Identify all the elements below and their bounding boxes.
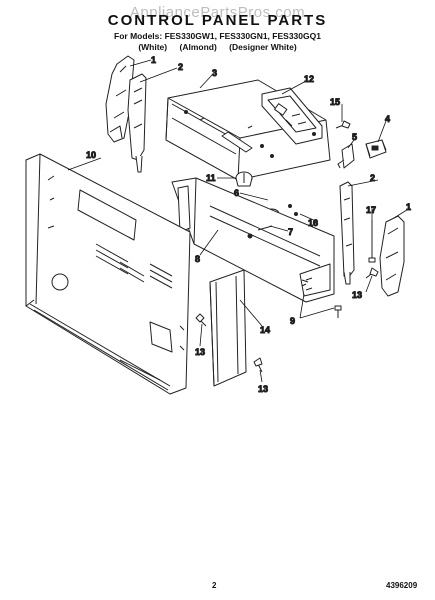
variant-designer-white: (Designer White) [229,42,297,52]
callout-14: 14 [260,325,270,335]
callout-15: 15 [330,97,340,107]
callout-12: 12 [304,74,314,84]
watermark: AppliancePartsPros.com [129,4,306,21]
part-screw-13-bottom [253,357,263,373]
callout-11: 11 [206,173,216,183]
part-screw-13-right [365,267,379,279]
callout-13-left: 13 [195,347,205,357]
document-part-number: 4396209 [386,581,418,590]
callout-2-left: 2 [178,62,183,72]
callout-13-right: 13 [352,290,362,300]
part-screw-13-left [195,313,207,327]
callout-4: 4 [385,114,390,124]
part-clip-bracket [337,143,355,169]
leader-lines [67,59,411,383]
callout-8: 8 [195,254,200,264]
variant-white: (White) [138,42,168,52]
part-back-guard-panel [25,153,191,395]
part-electronic-control [261,87,323,145]
callout-3: 3 [212,68,217,78]
callout-16: 16 [308,218,318,228]
part-end-cap-right [379,215,405,297]
part-heat-shield [209,269,247,387]
part-bracket-left [127,73,147,173]
callout-9: 9 [290,316,295,326]
callout-1-left: 1 [151,55,156,65]
callout-7: 7 [288,227,293,237]
variant-almond: (Almond) [179,42,217,52]
part-screws-9 [301,279,342,318]
part-bracket-right [339,181,355,285]
part-screw-15 [335,120,351,129]
callout-13-bottom: 13 [258,384,268,394]
variants-line: (White) (Almond) (Designer White) [0,42,435,52]
page-title: CONTROL PANEL PARTS [107,12,328,29]
part-bracket-7 [257,225,273,231]
part-connector-block [365,139,387,159]
part-end-cap-left [105,55,135,143]
callout-1-right: 1 [406,202,411,212]
page-number: 2 [212,581,217,590]
part-control-panel-rear [171,177,335,303]
callout-17: 17 [366,205,376,215]
part-knob [235,171,253,187]
part-screw-17 [368,220,376,263]
callout-6: 6 [234,188,239,198]
models-line: For Models: FES330GW1, FES330GN1, FES330… [114,31,321,41]
callout-10: 10 [86,150,96,160]
callout-5: 5 [352,132,357,142]
callout-2-right: 2 [370,173,375,183]
